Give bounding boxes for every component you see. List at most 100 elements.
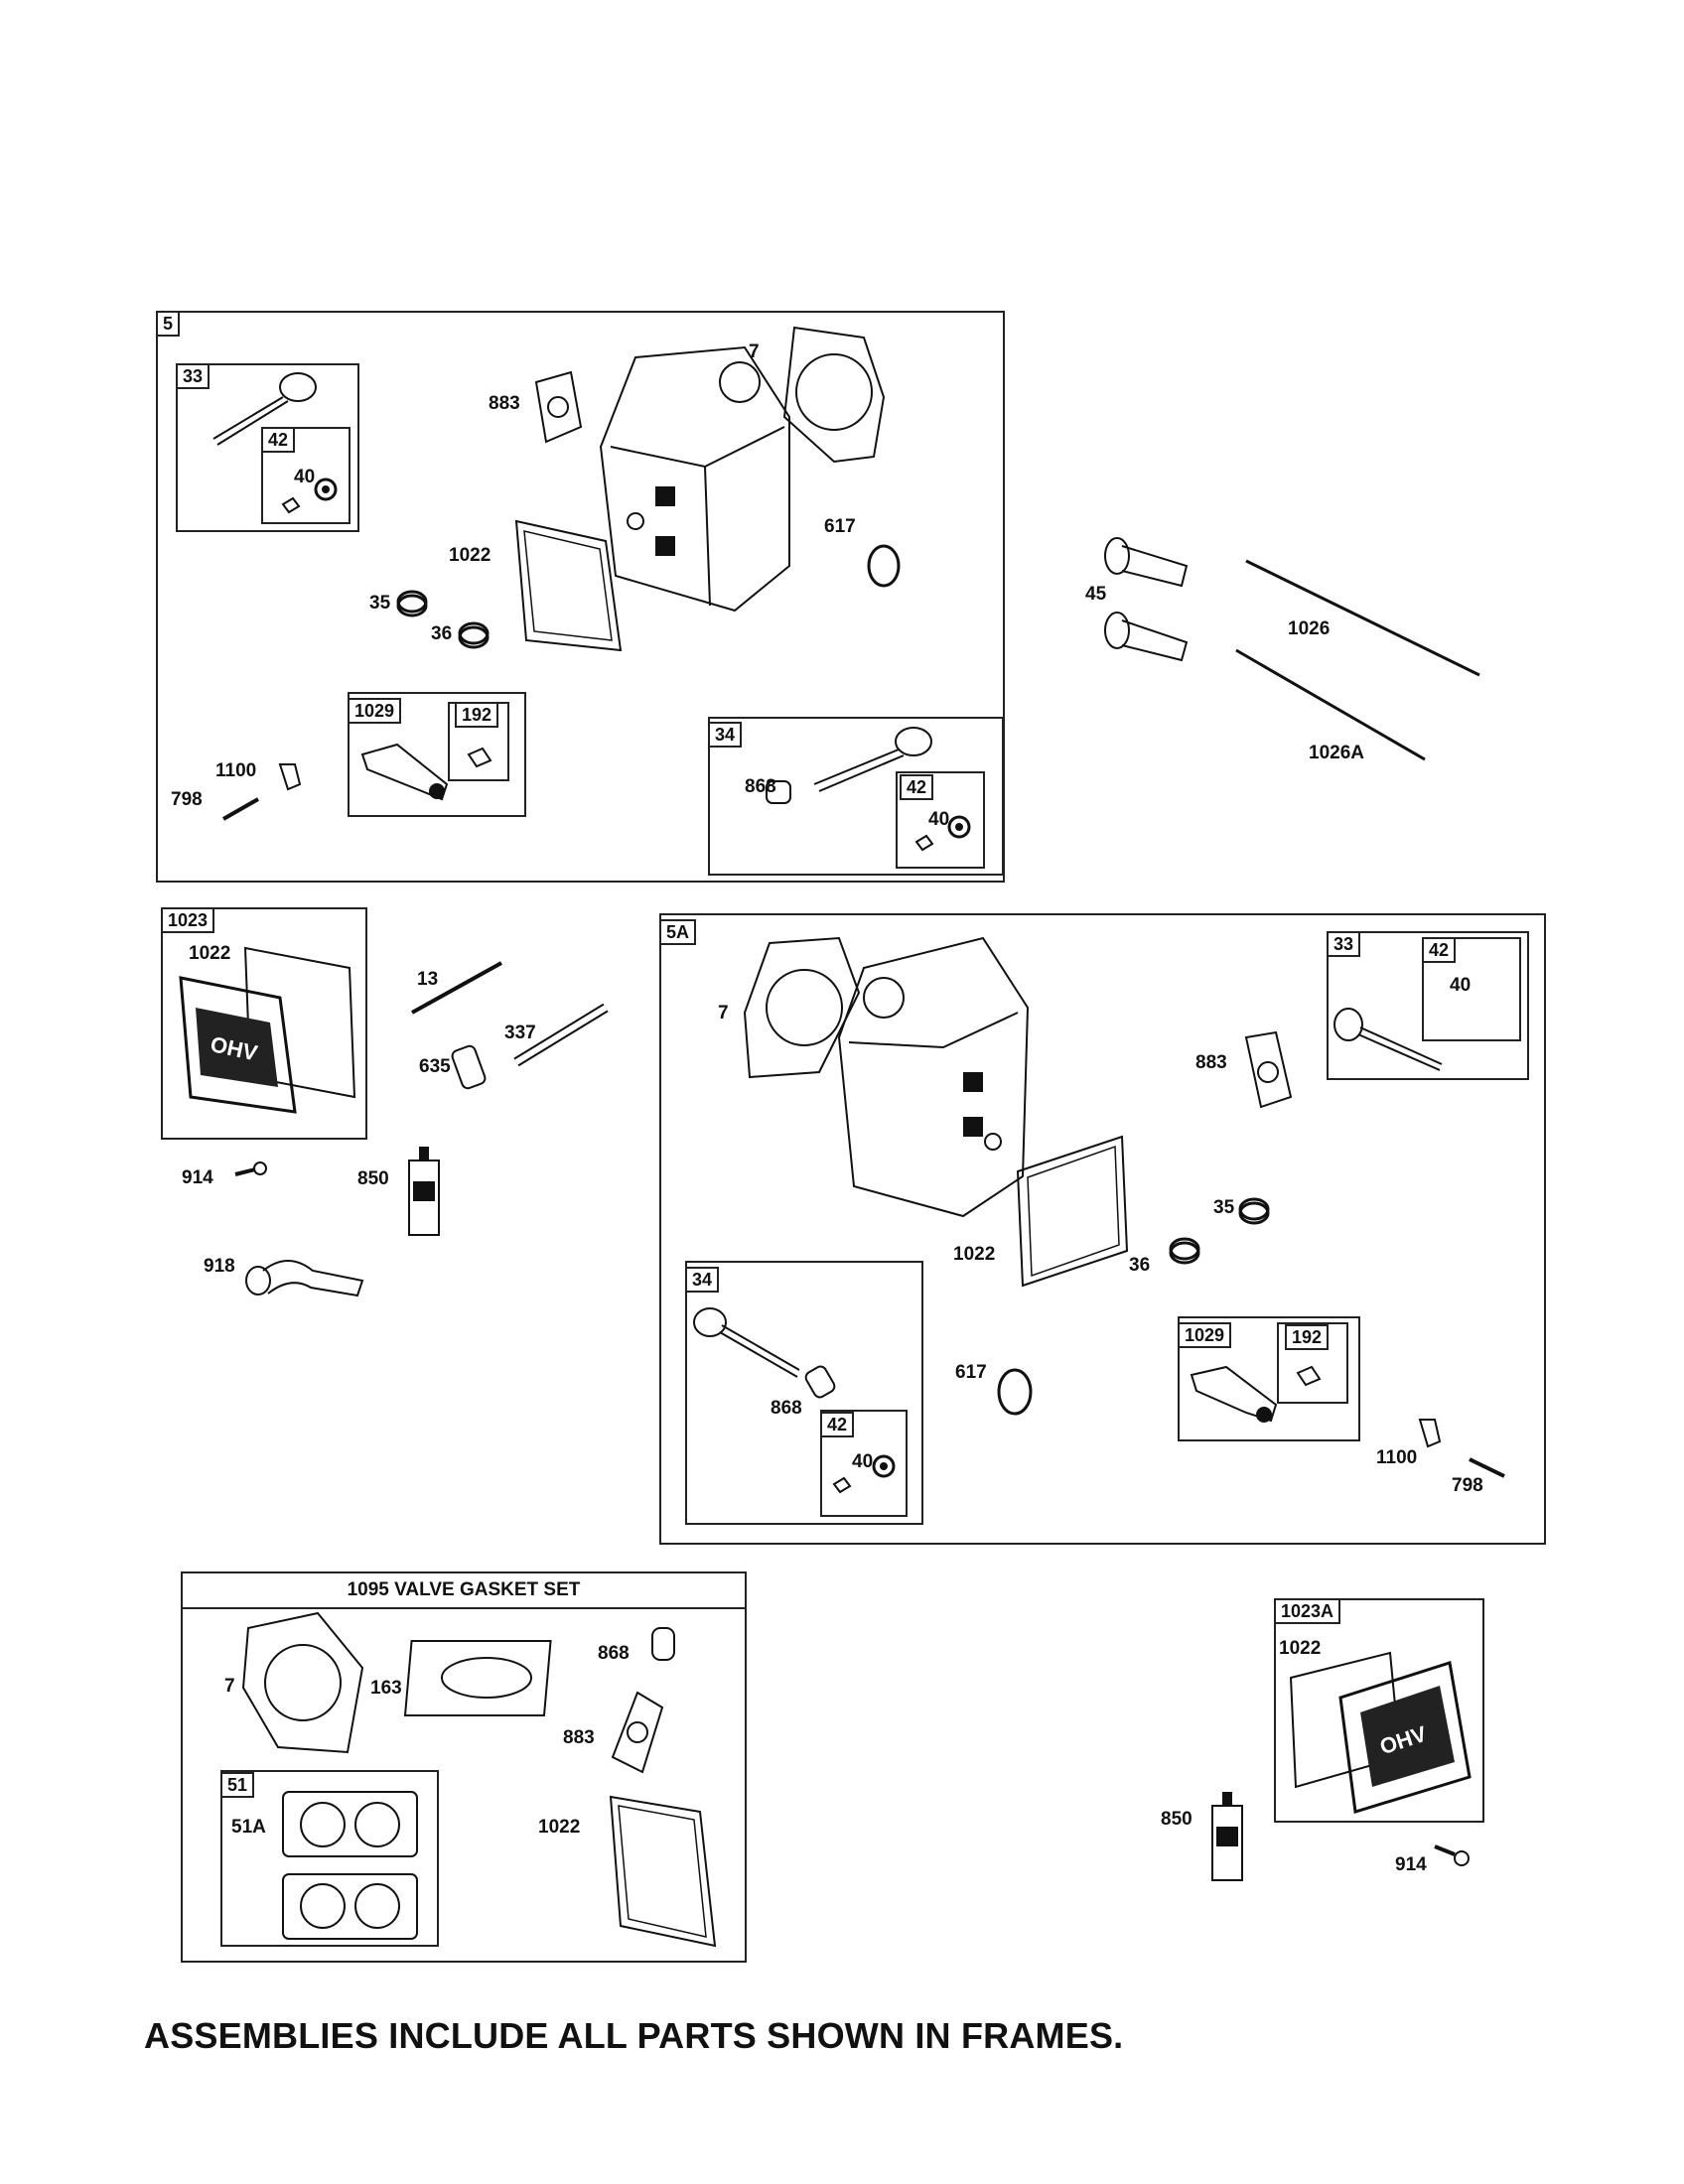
label-35: 35 xyxy=(369,593,391,614)
label-1022: 1022 xyxy=(953,1244,996,1265)
label-914: 914 xyxy=(182,1167,213,1188)
label-40: 40 xyxy=(928,809,950,830)
bolt-drawing xyxy=(209,759,308,829)
frame-tag-1023A: 1023A xyxy=(1274,1598,1341,1624)
frame-tag-34-lower: 34 xyxy=(685,1267,720,1293)
label-883: 883 xyxy=(489,393,520,414)
label-45: 45 xyxy=(1085,584,1107,605)
label-1022: 1022 xyxy=(1279,1638,1322,1659)
label-163: 163 xyxy=(370,1678,402,1699)
subframe-1029-upper xyxy=(348,692,526,817)
subframe-33-lower xyxy=(1327,931,1529,1080)
assembly-frame-5 xyxy=(156,311,1005,883)
head-gasket-drawing-2 xyxy=(740,933,864,1082)
label-36: 36 xyxy=(1129,1255,1151,1276)
label-868: 868 xyxy=(745,776,776,797)
frame-tag-42-upper-right: 42 xyxy=(900,774,934,800)
subframe-51 xyxy=(220,1770,439,1947)
subframe-42-upper-right xyxy=(896,771,985,869)
footer-note: ASSEMBLIES INCLUDE ALL PARTS SHOWN IN FR… xyxy=(144,2015,1124,2056)
valve-guide-drawing xyxy=(1097,531,1196,680)
frame-tag-192-lower: 192 xyxy=(1285,1324,1330,1350)
label-850: 850 xyxy=(1161,1809,1193,1830)
cylinder-head-drawing-2 xyxy=(834,928,1033,1221)
label-918: 918 xyxy=(204,1256,235,1277)
carburetor-gasket-drawing xyxy=(278,1787,422,1946)
label-850: 850 xyxy=(357,1168,389,1189)
screw-914-drawing-2 xyxy=(1430,1837,1474,1871)
screw-spark-plug-drawing xyxy=(407,953,626,1102)
label-7: 7 xyxy=(718,1003,729,1024)
label-337: 337 xyxy=(504,1023,536,1043)
subframe-42-upper xyxy=(261,427,351,524)
exhaust-gasket-drawing-3 xyxy=(608,1688,667,1777)
frame-tag-42-lower-right: 42 xyxy=(1422,937,1457,963)
frame-tag-5: 5 xyxy=(156,311,181,337)
frame-tag-51: 51 xyxy=(220,1772,255,1798)
label-798: 798 xyxy=(1452,1475,1483,1496)
screw-914-drawing xyxy=(230,1160,270,1189)
rocker-cover-gasket-drawing xyxy=(506,511,626,660)
subframe-42-lower-right xyxy=(1422,937,1521,1041)
label-1022: 1022 xyxy=(189,943,231,964)
rocker-cover-gasket-drawing-3 xyxy=(601,1792,725,1951)
label-1026: 1026 xyxy=(1288,618,1331,639)
rocker-arm-drawing-2 xyxy=(1187,1355,1345,1423)
label-868: 868 xyxy=(771,1398,802,1419)
bolt-drawing-2 xyxy=(1415,1415,1514,1489)
frame-tag-1029-upper: 1029 xyxy=(348,698,402,724)
o-ring-drawing-2 xyxy=(993,1365,1038,1420)
assembly-frame-5A xyxy=(659,913,1546,1545)
valve-gasket-set-frame: 1095 VALVE GASKET SET xyxy=(181,1571,747,1963)
cylinder-head-drawing xyxy=(596,328,794,615)
label-51A: 51A xyxy=(231,1817,266,1838)
breather-tube-drawing xyxy=(243,1246,372,1305)
frame-tag-192-upper: 192 xyxy=(455,702,499,728)
label-40: 40 xyxy=(1450,975,1472,996)
frame-tag-33-upper: 33 xyxy=(176,363,210,389)
sealant-tube-drawing xyxy=(405,1147,445,1241)
valve-keeper-drawing-2 xyxy=(902,812,981,862)
rocker-arm-drawing xyxy=(357,730,506,809)
rocker-cover-frame-1023 xyxy=(161,907,367,1140)
label-35: 35 xyxy=(1213,1197,1235,1218)
exhaust-gasket-drawing-2 xyxy=(1236,1027,1296,1112)
subframe-33-upper xyxy=(176,363,359,532)
sealant-tube-drawing-2 xyxy=(1208,1792,1248,1886)
valve-gasket-set-title: 1095 VALVE GASKET SET xyxy=(183,1573,745,1609)
intake-valve-drawing xyxy=(765,720,963,809)
valve-keeper-drawing xyxy=(268,475,348,524)
label-7: 7 xyxy=(224,1676,235,1697)
label-40: 40 xyxy=(852,1451,874,1472)
label-883: 883 xyxy=(1195,1052,1227,1073)
label-1026A: 1026A xyxy=(1309,743,1364,763)
intake-gasket-drawing xyxy=(407,1636,556,1720)
label-1022: 1022 xyxy=(538,1817,581,1838)
valve-keeper-drawing-3 xyxy=(824,1454,904,1504)
frame-tag-34-upper: 34 xyxy=(708,722,743,748)
subframe-34-lower xyxy=(685,1261,923,1525)
valve-spring-drawing xyxy=(392,584,491,653)
o-ring-drawing xyxy=(864,541,904,591)
label-13: 13 xyxy=(417,969,439,990)
rocker-cover-drawing: OHV xyxy=(171,938,359,1127)
label-1022: 1022 xyxy=(449,545,491,566)
head-gasket-drawing-3 xyxy=(238,1608,367,1757)
label-914: 914 xyxy=(1395,1854,1427,1875)
frame-tag-5A: 5A xyxy=(659,919,697,945)
label-617: 617 xyxy=(824,516,856,537)
subframe-1029-lower xyxy=(1178,1316,1360,1441)
label-868: 868 xyxy=(598,1643,630,1664)
rocker-cover-drawing-2: OHV xyxy=(1281,1638,1479,1817)
exhaust-valve-drawing-2 xyxy=(1331,1003,1450,1082)
label-1100: 1100 xyxy=(215,760,257,781)
frame-tag-1029-lower: 1029 xyxy=(1178,1322,1232,1348)
label-40: 40 xyxy=(294,467,316,487)
exhaust-gasket-drawing xyxy=(526,367,586,447)
head-gasket-drawing xyxy=(774,318,894,467)
frame-tag-1023: 1023 xyxy=(161,907,215,933)
label-798: 798 xyxy=(171,789,203,810)
rocker-cover-frame-1023A xyxy=(1274,1598,1484,1823)
frame-tag-33-lower: 33 xyxy=(1327,931,1361,957)
label-36: 36 xyxy=(431,623,453,644)
